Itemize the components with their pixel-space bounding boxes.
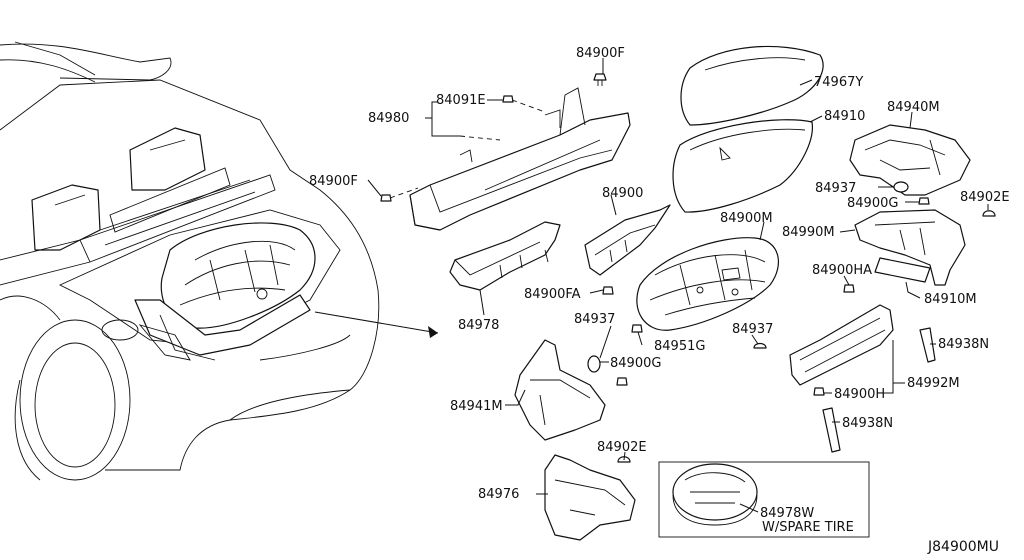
part-84980-trunk-front-trim — [409, 87, 631, 231]
label-84900G-right: 84900G — [847, 196, 898, 211]
label-84992M: 84992M — [907, 376, 960, 391]
leader-lines — [367, 58, 989, 513]
label-84937-right: 84937 — [815, 181, 856, 196]
label-74967Y: 74967Y — [814, 75, 863, 90]
part-84940M-side-trim — [849, 124, 971, 196]
part-84910M-pad — [874, 257, 931, 283]
part-labels: 84900F 84091E 84980 84900F 84978 84900 8… — [309, 46, 1010, 555]
spare-tire-inset — [658, 461, 870, 538]
label-84900F-left: 84900F — [309, 174, 358, 189]
label-84978: 84978 — [458, 318, 499, 333]
part-84941M-side-trim — [514, 339, 606, 441]
vehicle-rear-illustration — [0, 41, 439, 481]
label-84900M: 84900M — [720, 211, 773, 226]
part-84910-trunk-board — [672, 119, 813, 213]
label-84937-lower: 84937 — [732, 322, 773, 337]
label-84910M: 84910M — [924, 292, 977, 307]
label-84940M: 84940M — [887, 100, 940, 115]
part-84938N-strip — [822, 327, 936, 453]
part-84976-tire-support — [544, 454, 636, 541]
label-84990M: 84990M — [782, 225, 835, 240]
label-spare-tire-note: W/SPARE TIRE — [762, 520, 854, 535]
label-84976: 84976 — [478, 487, 519, 502]
part-74967Y-trunk-mat — [680, 45, 824, 126]
label-84902E-right: 84902E — [960, 190, 1010, 205]
part-84978-trunk-lower-trim — [449, 221, 561, 291]
part-84992M-rear-trim — [789, 304, 894, 386]
label-84910: 84910 — [824, 109, 865, 124]
part-84900M-trunk-floor-cover — [636, 237, 779, 331]
part-84900-bracket — [584, 204, 671, 276]
label-84937-mid: 84937 — [574, 312, 615, 327]
part-84990M-side-panel — [854, 209, 966, 286]
label-84938N-top: 84938N — [938, 337, 989, 352]
label-84938N-bottom: 84938N — [842, 416, 893, 431]
label-84900F-top: 84900F — [576, 46, 625, 61]
figure-id: J84900MU — [927, 539, 999, 555]
label-84941M: 84941M — [450, 399, 503, 414]
label-84091E: 84091E — [436, 93, 486, 108]
label-84900: 84900 — [602, 186, 643, 201]
label-84951G: 84951G — [654, 339, 705, 354]
label-84900FA: 84900FA — [524, 287, 581, 302]
label-84902E-bottom: 84902E — [597, 440, 647, 455]
fasteners — [380, 73, 996, 463]
label-84900HA: 84900HA — [812, 263, 872, 278]
label-84900H: 84900H — [834, 387, 885, 402]
label-84980: 84980 — [368, 111, 409, 126]
label-84978W: 84978W — [760, 506, 814, 521]
label-84900G-mid: 84900G — [610, 356, 661, 371]
